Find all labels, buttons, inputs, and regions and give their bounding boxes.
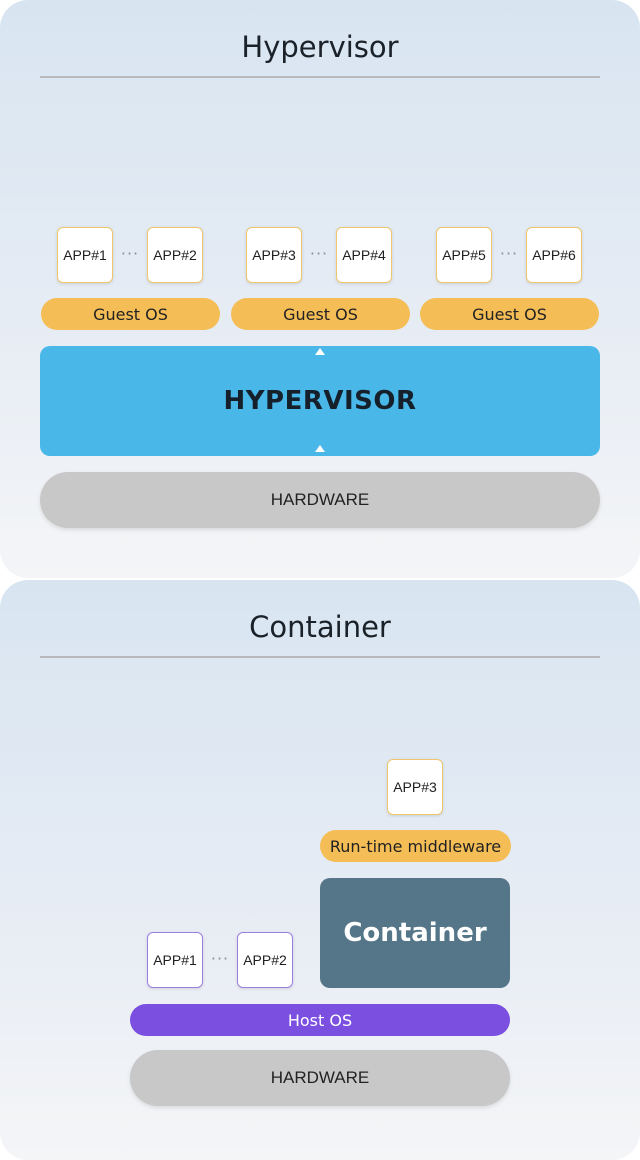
host-app-box-2: APP#2 (237, 932, 293, 988)
guest-os-3: Guest OS (420, 298, 599, 330)
hypervisor-layer: HYPERVISOR (40, 346, 600, 456)
app-box-6: APP#6 (526, 227, 582, 283)
guest-os-2: Guest OS (231, 298, 410, 330)
container-app-box: APP#3 (387, 759, 443, 815)
host-ellipsis: ··· (210, 949, 230, 968)
container-title-divider (40, 656, 600, 658)
hardware-layer: HARDWARE (130, 1050, 510, 1106)
hypervisor-panel: Hypervisor APP#1 ··· APP#2 Guest OS APP#… (0, 0, 640, 578)
hypervisor-panel-title: Hypervisor (241, 30, 399, 64)
ellipsis-1: ··· (120, 244, 140, 263)
guest-os-1: Guest OS (41, 298, 220, 330)
container-layer: Container (320, 878, 510, 988)
hardware-layer: HARDWARE (40, 472, 600, 528)
ellipsis-3: ··· (499, 244, 519, 263)
app-box-5: APP#5 (436, 227, 492, 283)
app-box-3: APP#3 (246, 227, 302, 283)
ellipsis-2: ··· (309, 244, 329, 263)
app-box-1: APP#1 (57, 227, 113, 283)
host-os-layer: Host OS (130, 1004, 510, 1036)
up-arrow-icon (315, 348, 325, 355)
runtime-middleware: Run-time middleware (320, 830, 511, 862)
host-app-box-1: APP#1 (147, 932, 203, 988)
up-arrow-icon (315, 445, 325, 452)
container-panel: Container APP#3 Run-time middleware Cont… (0, 580, 640, 1160)
container-panel-title: Container (249, 610, 391, 644)
hypervisor-title-divider (40, 76, 600, 78)
app-box-4: APP#4 (336, 227, 392, 283)
app-box-2: APP#2 (147, 227, 203, 283)
